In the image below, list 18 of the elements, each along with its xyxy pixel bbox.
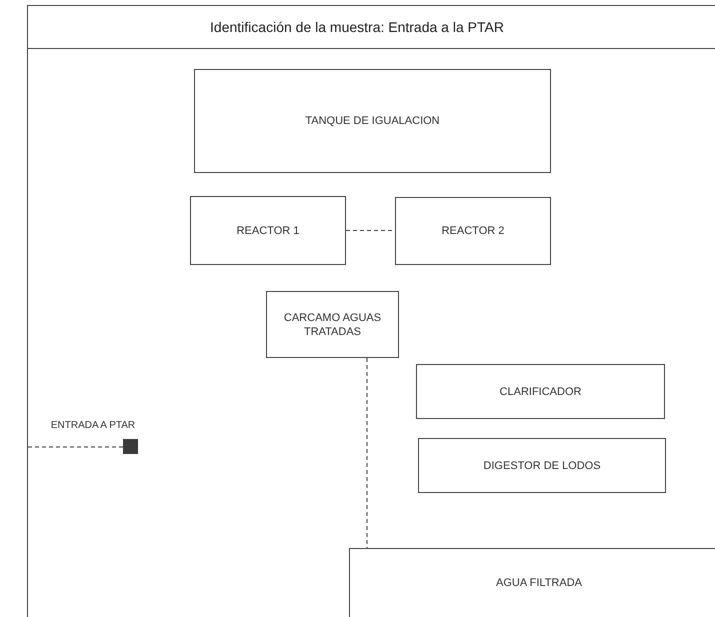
process-box xyxy=(395,197,551,265)
box-label: AGUA FILTRADA xyxy=(495,576,583,590)
box-label: CARCAMO AGUAS TRATADAS xyxy=(282,310,382,338)
process-box xyxy=(190,196,346,265)
box-label: DIGESTOR DE LODOS xyxy=(482,458,602,472)
process-box xyxy=(416,364,665,419)
process-box xyxy=(418,438,666,493)
sample-point-label: ENTRADA A PTAR xyxy=(50,420,136,432)
process-box xyxy=(266,291,399,358)
dashed-connector xyxy=(366,358,368,548)
process-box xyxy=(349,548,715,617)
diagram-title: Identificación de la muestra: Entrada a la PTAR xyxy=(210,18,504,36)
process-box xyxy=(194,69,551,173)
box-label: REACTOR 2 xyxy=(440,224,506,238)
box-label: CLARIFICADOR xyxy=(498,384,582,398)
dashed-connector xyxy=(28,446,124,448)
box-label: REACTOR 1 xyxy=(236,224,300,238)
box-label: TANQUE DE IGUALACION xyxy=(304,114,441,128)
